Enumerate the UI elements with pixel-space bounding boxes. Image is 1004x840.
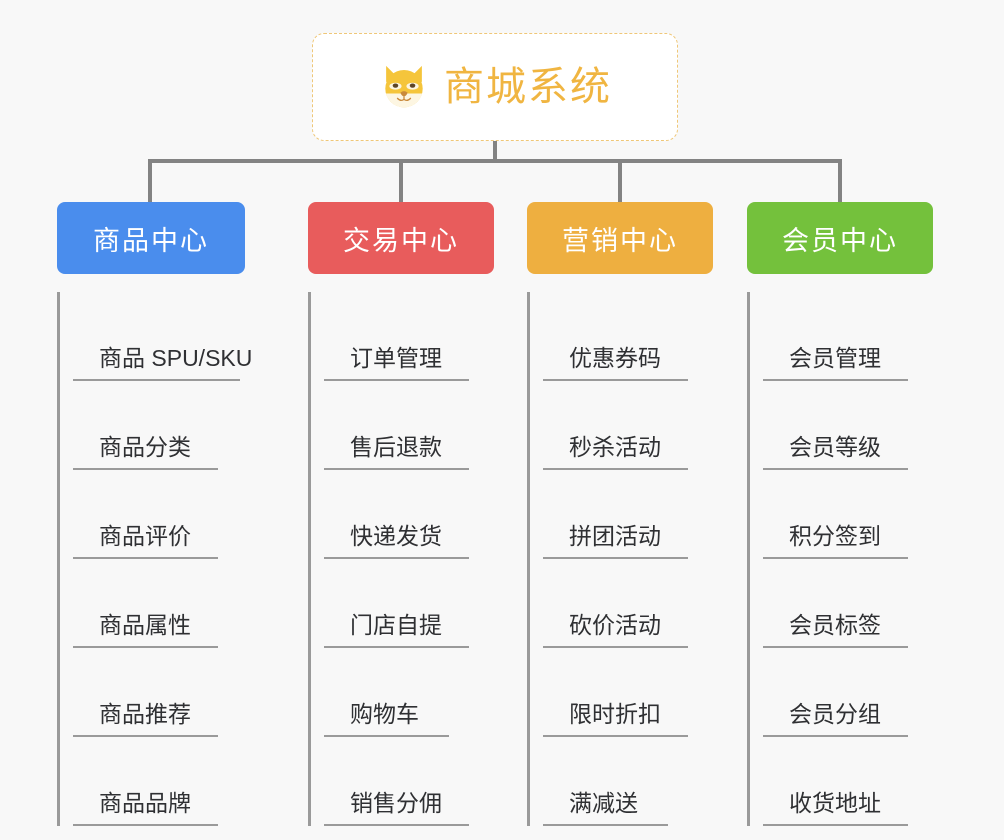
leaf-item-label: 收货地址: [789, 790, 881, 816]
leaf-item-label: 会员管理: [789, 345, 881, 371]
leaf-item[interactable]: 限时折扣: [543, 648, 688, 737]
leaf-item[interactable]: 会员管理: [763, 292, 908, 381]
leaf-item[interactable]: 会员等级: [763, 381, 908, 470]
root-node-title: 商城系统: [444, 65, 612, 109]
leaf-item-label: 砍价活动: [569, 612, 661, 638]
branch-header-2[interactable]: 交易中心: [308, 202, 494, 274]
branch-header-1-label: 商品中心: [93, 225, 209, 256]
branch-column-4: 会员中心 会员管理 会员等级 积分签到 会员标签 会员分组 收货地址: [747, 202, 933, 826]
leaf-list-1: 商品 SPU/SKU 商品分类 商品评价 商品属性 商品推荐 商品品牌: [57, 292, 252, 826]
leaf-item-label: 快递发货: [350, 523, 442, 549]
branch-header-4-label: 会员中心: [782, 225, 898, 256]
branch-column-1: 商品中心 商品 SPU/SKU 商品分类 商品评价 商品属性 商品推荐 商品品牌: [57, 202, 252, 826]
branch-header-2-label: 交易中心: [343, 225, 459, 256]
leaf-item-label: 会员等级: [789, 434, 881, 460]
leaf-item-label: 购物车: [350, 701, 419, 727]
leaf-item[interactable]: 购物车: [324, 648, 449, 737]
leaf-item[interactable]: 售后退款: [324, 381, 469, 470]
leaf-item[interactable]: 秒杀活动: [543, 381, 688, 470]
branch-header-1[interactable]: 商品中心: [57, 202, 245, 274]
leaf-item[interactable]: 满减送: [543, 737, 668, 826]
leaf-item-label: 商品推荐: [99, 701, 191, 727]
leaf-item[interactable]: 会员分组: [763, 648, 908, 737]
shiba-dog-face-icon: [385, 65, 423, 108]
leaf-item-label: 满减送: [569, 790, 638, 816]
branch-header-4[interactable]: 会员中心: [747, 202, 933, 274]
leaf-item[interactable]: 销售分佣: [324, 737, 469, 826]
leaf-item-label: 销售分佣: [350, 790, 442, 816]
leaf-item[interactable]: 商品 SPU/SKU: [73, 292, 252, 381]
leaf-item[interactable]: 积分签到: [763, 470, 908, 559]
leaf-item[interactable]: 快递发货: [324, 470, 469, 559]
leaf-item-label: 订单管理: [350, 345, 442, 371]
leaf-list-3: 优惠券码 秒杀活动 拼团活动 砍价活动 限时折扣 满减送: [527, 292, 713, 826]
leaf-list-4: 会员管理 会员等级 积分签到 会员标签 会员分组 收货地址: [747, 292, 933, 826]
leaf-item-label: 售后退款: [350, 434, 442, 460]
leaf-item-label: 优惠券码: [569, 345, 661, 371]
branch-header-3[interactable]: 营销中心: [527, 202, 713, 274]
leaf-item-label: 拼团活动: [569, 523, 661, 549]
leaf-item-label: 会员标签: [789, 612, 881, 638]
leaf-item[interactable]: 商品品牌: [73, 737, 218, 826]
leaf-item[interactable]: 拼团活动: [543, 470, 688, 559]
leaf-item[interactable]: 优惠券码: [543, 292, 688, 381]
connector-root-stem: [493, 141, 497, 163]
leaf-item[interactable]: 商品评价: [73, 470, 218, 559]
leaf-item-label: 商品分类: [99, 434, 191, 460]
leaf-item[interactable]: 门店自提: [324, 559, 469, 648]
leaf-item[interactable]: 商品推荐: [73, 648, 218, 737]
branch-header-3-label: 营销中心: [562, 225, 678, 256]
leaf-item[interactable]: 商品属性: [73, 559, 218, 648]
branch-column-3: 营销中心 优惠券码 秒杀活动 拼团活动 砍价活动 限时折扣 满减送: [527, 202, 713, 826]
leaf-item-label: 商品评价: [99, 523, 191, 549]
leaf-item[interactable]: 会员标签: [763, 559, 908, 648]
leaf-item-label: 秒杀活动: [569, 434, 661, 460]
connector-bus: [148, 159, 842, 163]
branch-column-2: 交易中心 订单管理 售后退款 快递发货 门店自提 购物车 销售分佣: [308, 202, 494, 826]
leaf-item-label: 商品属性: [99, 612, 191, 638]
leaf-item-label: 门店自提: [350, 612, 442, 638]
leaf-item-label: 商品品牌: [99, 790, 191, 816]
leaf-item[interactable]: 订单管理: [324, 292, 469, 381]
leaf-item-label: 会员分组: [789, 701, 881, 727]
leaf-list-2: 订单管理 售后退款 快递发货 门店自提 购物车 销售分佣: [308, 292, 494, 826]
root-node-mall-system[interactable]: 商城系统: [312, 33, 678, 141]
leaf-item[interactable]: 商品分类: [73, 381, 218, 470]
leaf-item-label: 积分签到: [789, 523, 881, 549]
leaf-item[interactable]: 砍价活动: [543, 559, 688, 648]
connector-drop-3: [618, 159, 622, 204]
leaf-item[interactable]: 收货地址: [763, 737, 908, 826]
connector-drop-4: [838, 159, 842, 204]
leaf-item-label: 限时折扣: [569, 701, 661, 727]
leaf-item-label: 商品 SPU/SKU: [99, 345, 253, 371]
connector-drop-1: [148, 159, 152, 204]
connector-drop-2: [399, 159, 403, 204]
